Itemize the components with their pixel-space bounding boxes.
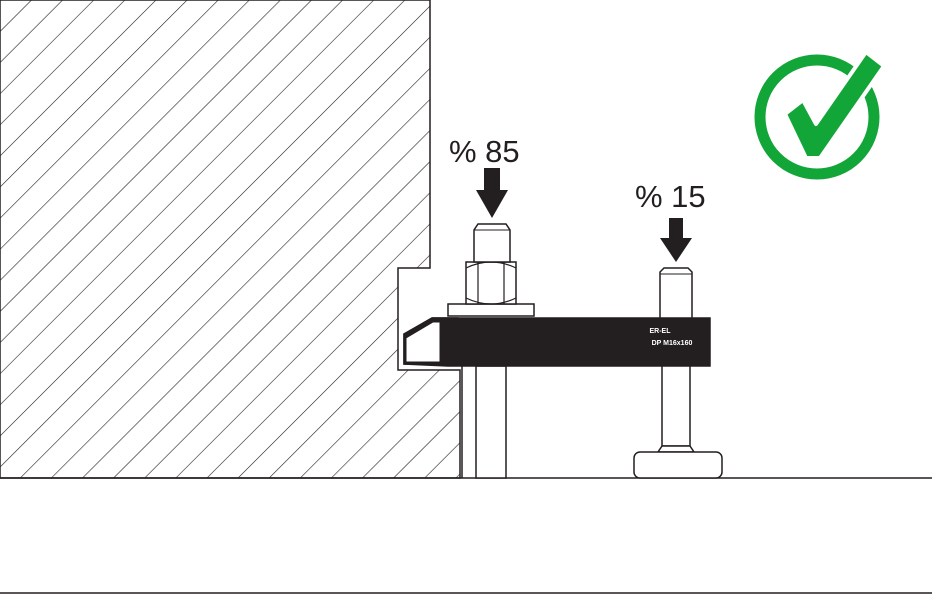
support-foot [633,451,723,479]
check-circle-icon [754,50,886,180]
workpiece-hatched [0,0,461,479]
down-arrow-icon [476,168,508,218]
engraving-line-2: DP M16x160 [652,340,693,347]
support-stud-left [461,365,507,479]
washer [447,303,535,317]
clamp-stud [473,223,511,263]
clamp-bar: ER-EL DP M16x160 [403,317,711,367]
engraving-line-1: ER-EL [650,328,672,335]
support-screw-right [633,267,723,479]
hex-nut [465,261,517,305]
force-label-left: % 85 [449,134,520,169]
force-label-right: % 15 [635,179,706,214]
down-arrow-icon [660,218,692,262]
